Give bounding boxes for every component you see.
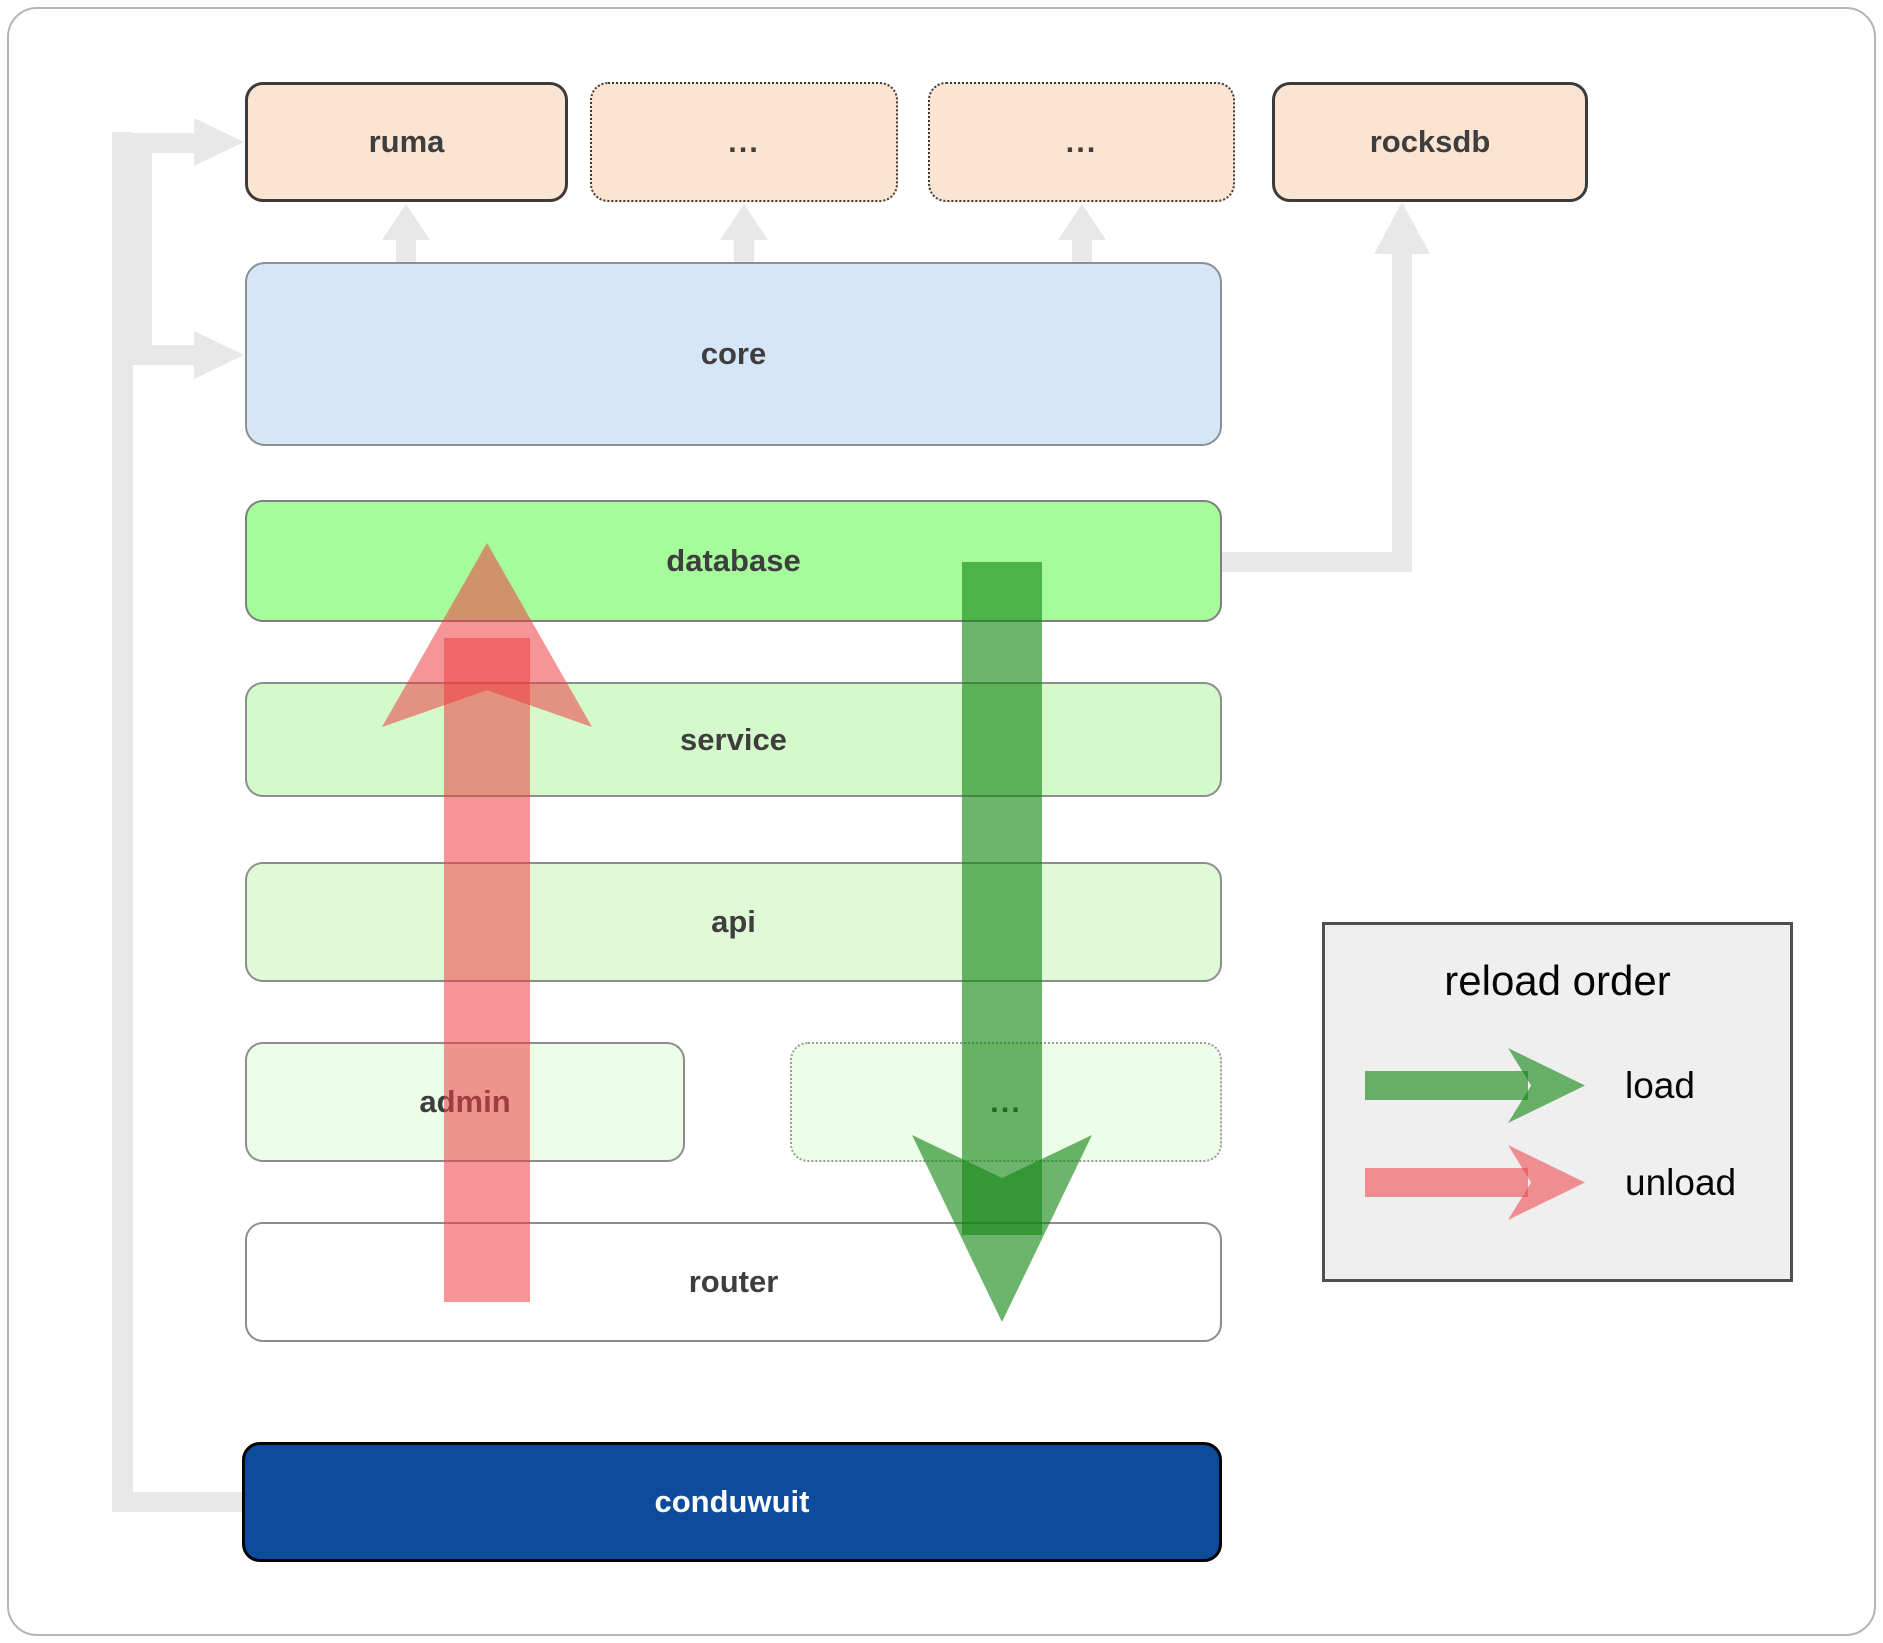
connector-to-core	[133, 345, 196, 365]
legend-title: reload order	[1444, 957, 1671, 1004]
legend-unload-arrow-shaft	[1365, 1168, 1528, 1197]
box-api: api	[245, 862, 1222, 982]
box-core: core	[245, 262, 1222, 446]
box-database: database	[245, 500, 1222, 622]
box-top-ellipsis-2-label: ...	[1065, 124, 1098, 159]
box-router: router	[245, 1222, 1222, 1342]
unload-arrow-shaft	[444, 638, 530, 1302]
box-top-ellipsis-1-label: ...	[728, 124, 760, 159]
box-conduwuit: conduwuit	[242, 1442, 1222, 1562]
box-top-ellipsis-2: ...	[928, 82, 1235, 202]
legend-load-arrow-shaft	[1365, 1071, 1528, 1100]
box-service: service	[245, 682, 1222, 797]
outer-frame	[7, 7, 1876, 1636]
connector-branch-to-core	[133, 153, 152, 365]
core-to-dots1-arrow-shaft	[734, 237, 754, 263]
box-api-label: api	[711, 904, 756, 939]
core-to-dots2-arrow-shaft	[1072, 237, 1092, 263]
legend-unload-label: unload	[1625, 1162, 1737, 1203]
box-database-label: database	[666, 543, 801, 578]
connector-conduwuit-horizontal	[112, 1492, 244, 1512]
box-ruma-label: ruma	[368, 124, 445, 159]
connector-conduwuit-trunk	[112, 132, 133, 1512]
connector-database-vertical	[1392, 250, 1412, 572]
load-arrow-shaft	[962, 562, 1042, 1235]
connector-database-horizontal	[1222, 552, 1412, 572]
box-core-label: core	[700, 336, 767, 371]
box-rocksdb: rocksdb	[1272, 82, 1588, 202]
box-service-label: service	[680, 721, 787, 757]
box-ruma: ruma	[245, 82, 568, 202]
box-top-ellipsis-1: ...	[590, 82, 898, 202]
legend-reload-order: reload order load unload	[1322, 922, 1793, 1282]
connector-to-ruma	[112, 133, 196, 153]
legend-load-label: load	[1625, 1065, 1695, 1106]
box-conduwuit-label: conduwuit	[654, 1484, 810, 1519]
box-router-label: router	[688, 1264, 779, 1299]
core-to-ruma-arrow-shaft	[396, 237, 416, 263]
box-rocksdb-label: rocksdb	[1369, 124, 1491, 159]
